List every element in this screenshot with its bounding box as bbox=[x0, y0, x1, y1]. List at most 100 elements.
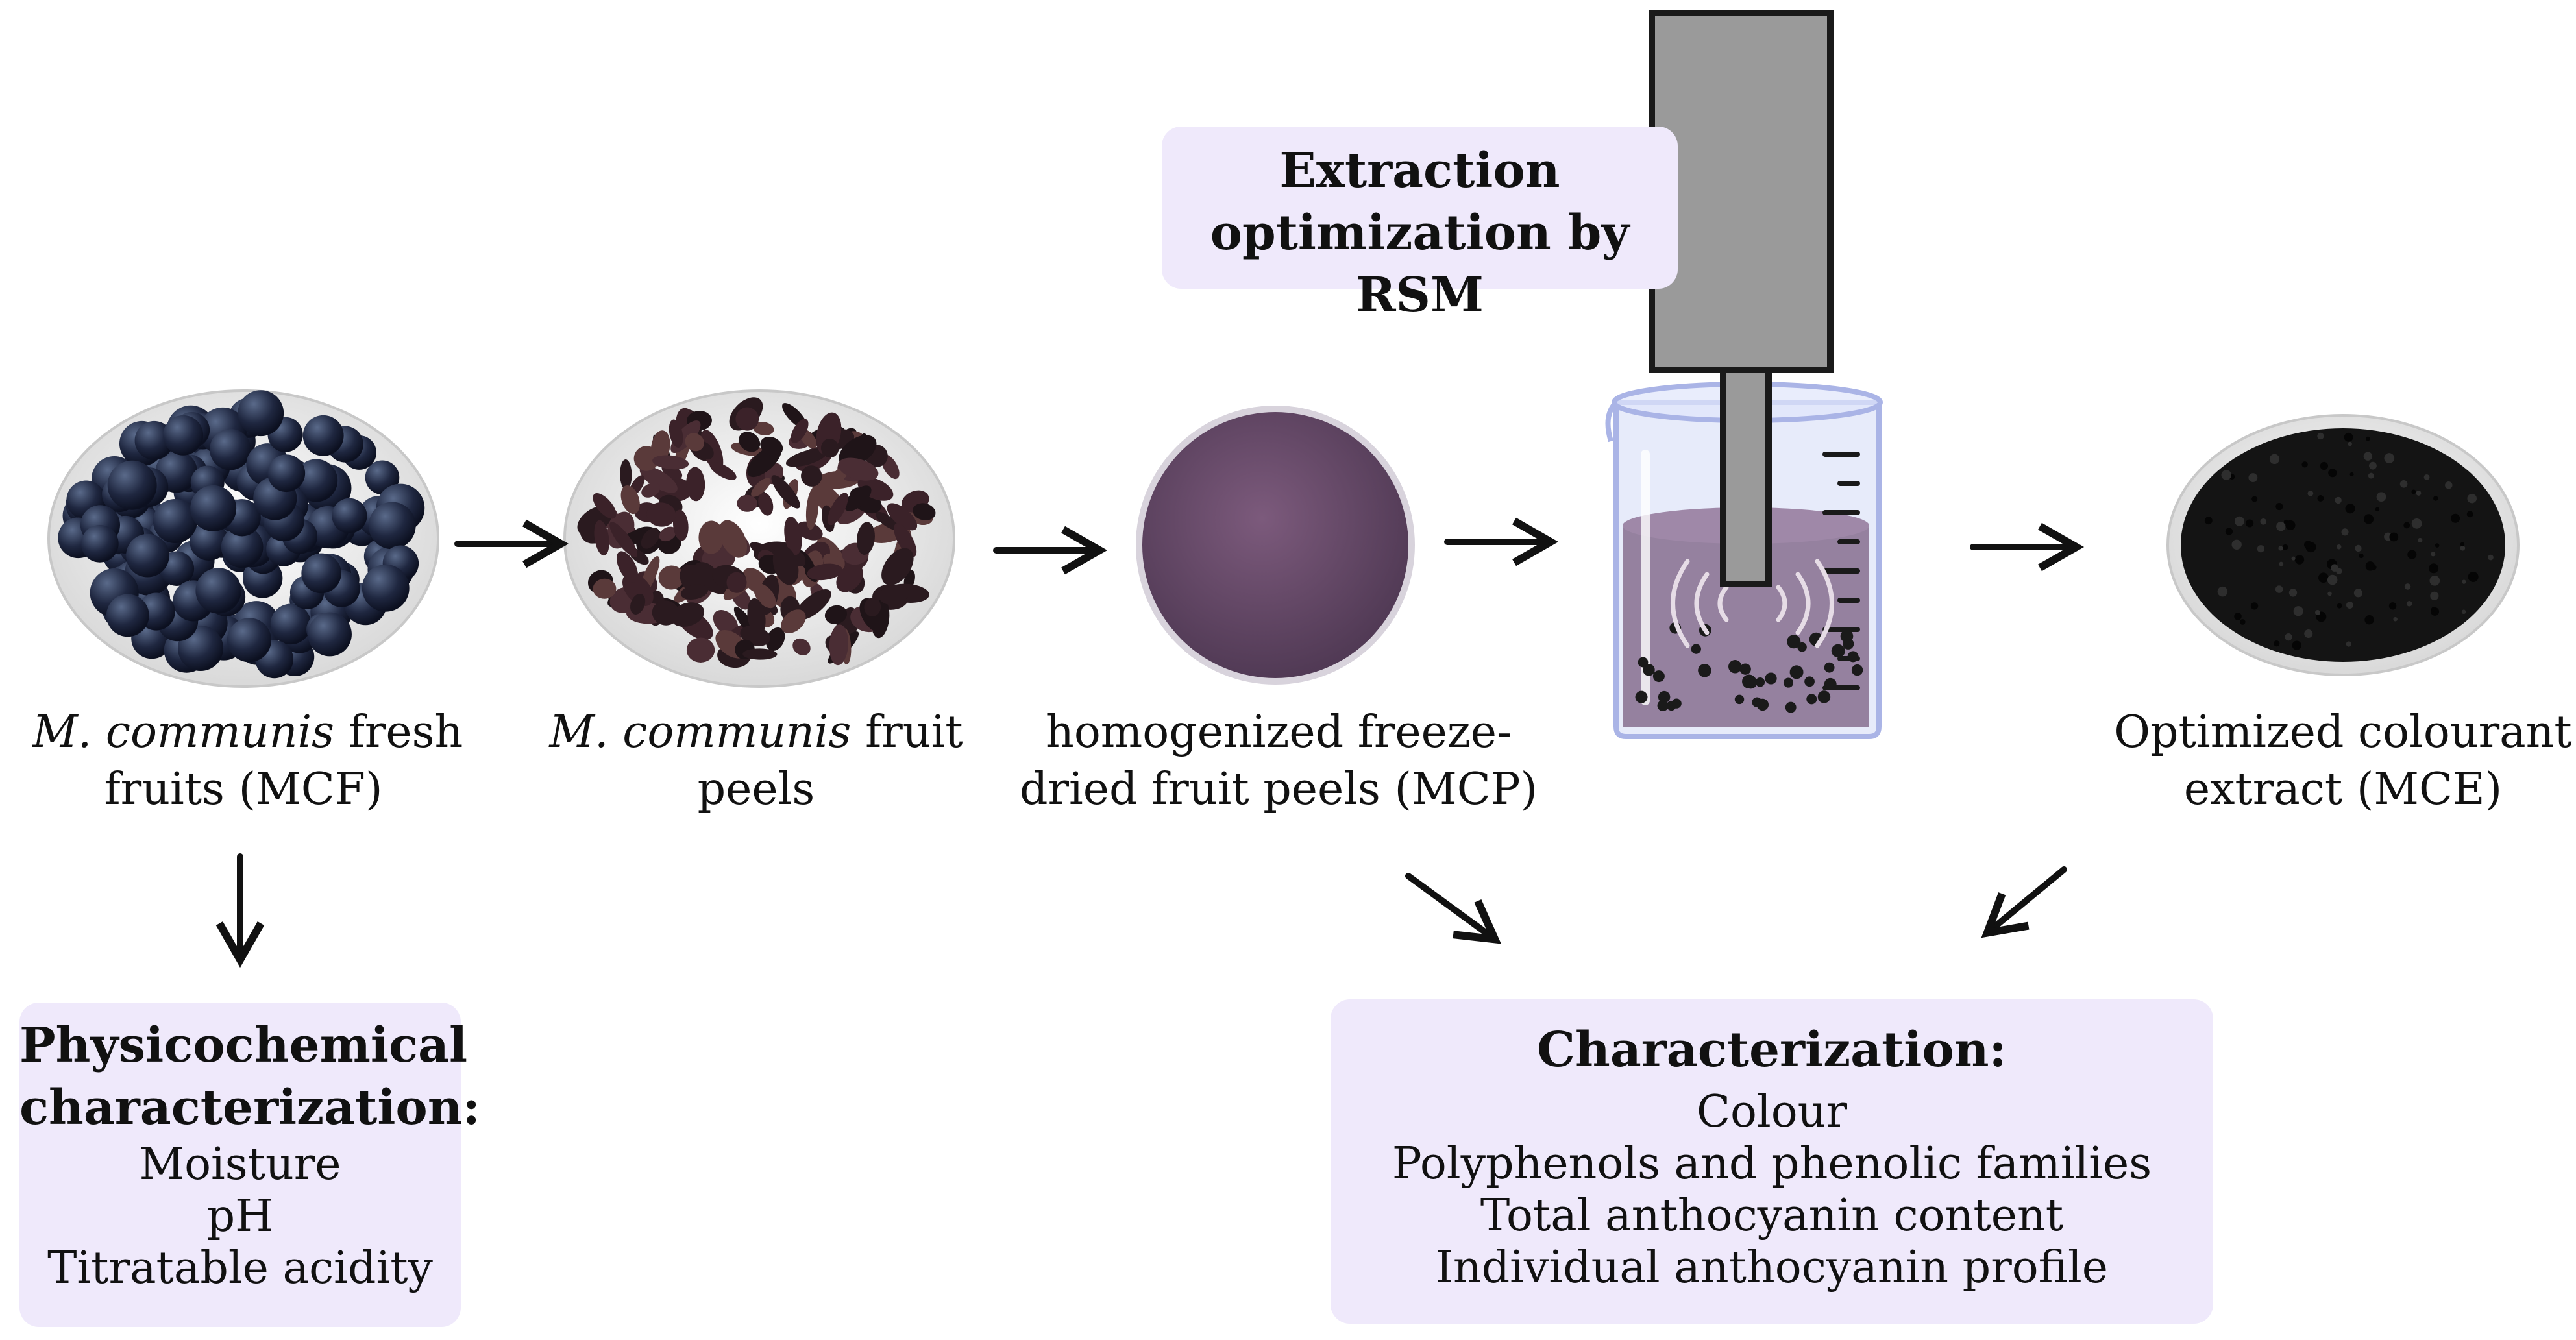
grain-texture bbox=[2429, 563, 2439, 574]
extraction-line-1: Extraction bbox=[1279, 143, 1560, 199]
characterization-title: Characterization: bbox=[1537, 1022, 2007, 1078]
grain-texture bbox=[2335, 496, 2342, 504]
peel-texture bbox=[760, 436, 783, 456]
berry-texture bbox=[106, 594, 149, 637]
grain-texture bbox=[2246, 519, 2254, 528]
peel-texture bbox=[791, 419, 809, 443]
berry-texture bbox=[153, 498, 197, 544]
physicochemical-characterization-box: Physicochemical characterization: Moistu… bbox=[19, 1003, 480, 1327]
grain-texture bbox=[2404, 583, 2411, 590]
peel-texture bbox=[857, 522, 875, 555]
grain-texture bbox=[2278, 546, 2283, 551]
peel-texture bbox=[633, 446, 659, 471]
bubble bbox=[1783, 677, 1794, 688]
grain-texture bbox=[2221, 470, 2231, 480]
grain-texture bbox=[2291, 556, 2296, 561]
grain-texture bbox=[2257, 545, 2265, 553]
peel-texture bbox=[792, 638, 811, 655]
peel-texture bbox=[820, 438, 839, 458]
peel-texture bbox=[593, 578, 617, 599]
grain-texture bbox=[2346, 601, 2353, 609]
grain-texture bbox=[2301, 461, 2308, 468]
peel-texture bbox=[692, 562, 718, 588]
peel-texture bbox=[785, 448, 828, 467]
grain-texture bbox=[2359, 553, 2364, 559]
bubble bbox=[1744, 676, 1758, 689]
caption-line-1: Optimized colourant bbox=[2114, 707, 2572, 758]
bubble bbox=[1804, 676, 1815, 687]
grain-texture bbox=[2467, 493, 2477, 504]
physico-item: pH bbox=[206, 1191, 274, 1242]
grain-texture bbox=[2317, 432, 2324, 440]
peel-texture bbox=[670, 602, 705, 627]
grain-texture bbox=[2468, 571, 2479, 582]
peel-texture bbox=[620, 485, 640, 515]
grain-texture bbox=[2320, 461, 2329, 470]
peel-texture bbox=[739, 432, 761, 452]
grain-texture bbox=[2411, 489, 2416, 494]
caption-line-2: dried fruit peels (MCP) bbox=[1019, 764, 1538, 815]
berry-texture bbox=[301, 553, 341, 594]
peel-texture bbox=[836, 564, 863, 592]
grain-texture bbox=[2293, 606, 2303, 616]
berry-texture bbox=[163, 415, 204, 456]
colourant-extract-image bbox=[2166, 414, 2520, 676]
grain-texture bbox=[2345, 504, 2355, 514]
grain-texture bbox=[2327, 591, 2332, 596]
bubble bbox=[1698, 664, 1711, 677]
grain-texture bbox=[2292, 640, 2301, 650]
grain-texture bbox=[2279, 561, 2284, 566]
species-name: M. communis bbox=[549, 707, 852, 758]
peel-texture bbox=[801, 465, 822, 487]
bubble bbox=[1843, 638, 1854, 650]
bubble bbox=[1832, 644, 1845, 657]
grain-texture bbox=[2460, 545, 2466, 551]
extraction-line-2: optimization by RSM bbox=[1210, 205, 1630, 323]
grain-texture bbox=[2407, 550, 2417, 559]
bubble bbox=[1671, 698, 1682, 709]
arrow-extract-to-characterization bbox=[1981, 866, 2067, 938]
peel-texture bbox=[838, 457, 879, 481]
grain-texture bbox=[2462, 579, 2466, 584]
grain-texture bbox=[2318, 572, 2329, 583]
peel-texture bbox=[686, 637, 715, 663]
grain-texture bbox=[2204, 517, 2213, 525]
grain-texture bbox=[2303, 541, 2312, 549]
peel-texture bbox=[659, 526, 677, 542]
grain-texture bbox=[2376, 492, 2386, 502]
berry-texture bbox=[368, 502, 416, 550]
peel-texture bbox=[685, 433, 704, 452]
grain-texture bbox=[2250, 602, 2259, 610]
physico-title-2: characterization: bbox=[19, 1080, 480, 1136]
grain-texture bbox=[2282, 544, 2288, 550]
caption-fruit-peels: M. communis fruit peels bbox=[545, 704, 967, 818]
characterization-item: Individual anthocyanin profile bbox=[1435, 1242, 2109, 1293]
caption-text: fruit bbox=[851, 707, 963, 758]
bubble bbox=[1787, 635, 1801, 649]
grain-texture bbox=[2460, 542, 2465, 547]
grain-texture bbox=[2399, 480, 2408, 488]
bubble bbox=[1765, 672, 1777, 685]
peel-texture bbox=[620, 459, 632, 490]
grain-texture bbox=[2346, 641, 2352, 647]
grain-texture bbox=[2234, 613, 2242, 620]
berry-texture bbox=[267, 454, 306, 493]
grain-texture bbox=[2217, 586, 2228, 597]
berry-texture bbox=[195, 568, 241, 614]
peel-texture bbox=[758, 492, 774, 516]
peel-texture bbox=[784, 517, 802, 555]
grain-texture bbox=[2411, 518, 2422, 529]
grain-texture bbox=[2365, 436, 2370, 441]
bubble bbox=[1847, 651, 1859, 663]
peel-texture bbox=[751, 478, 771, 497]
peel-texture bbox=[824, 605, 848, 624]
peel-texture bbox=[735, 407, 759, 431]
bubble bbox=[1638, 657, 1649, 668]
grain-texture bbox=[2466, 511, 2473, 518]
peel-texture bbox=[594, 520, 609, 556]
peel-texture bbox=[609, 522, 638, 557]
grain-texture bbox=[2363, 514, 2374, 524]
grain-texture bbox=[2294, 555, 2305, 565]
grain-texture bbox=[2336, 544, 2342, 550]
caption-colourant-extract: Optimized colourant extract (MCE) bbox=[2109, 704, 2576, 818]
